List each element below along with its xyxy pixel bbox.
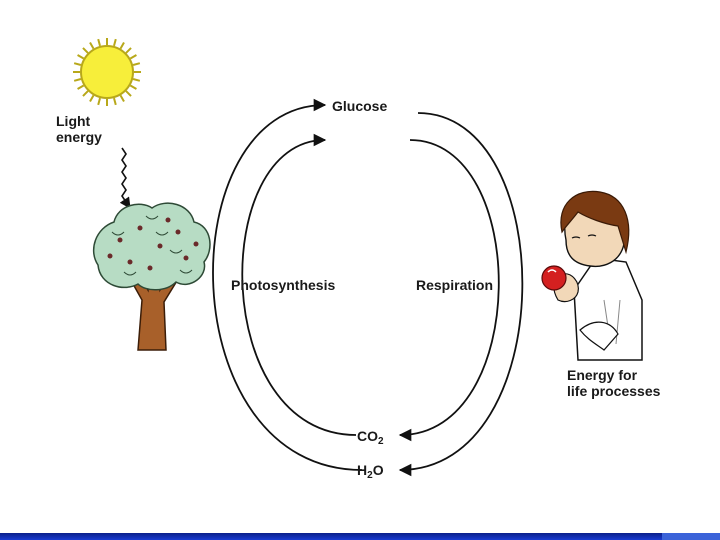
sun-ray [125, 47, 132, 54]
sun-ray [77, 54, 85, 60]
sun-ray [113, 38, 117, 47]
bottom-accent-bar-end [662, 533, 720, 540]
photosynthesis-outer-arc [212, 98, 363, 471]
h2o-tail: O [372, 462, 384, 478]
sun-ray [82, 90, 89, 97]
co2-base: CO [357, 428, 378, 444]
sun-ray [132, 62, 141, 66]
h2o-subscript: 2 [367, 470, 373, 481]
sun-ray [125, 90, 132, 97]
tree-icon [93, 202, 211, 351]
sun-ray [113, 97, 117, 106]
sun-ray [129, 84, 137, 90]
h2o-label: H2O [357, 462, 384, 481]
sun-ray [97, 38, 101, 47]
light-energy-arrow [119, 147, 131, 209]
sun-ray [97, 97, 101, 106]
sun-icon [73, 38, 141, 106]
co2-label: CO2 [357, 428, 384, 447]
light-energy-label: Light energy [56, 113, 102, 145]
sun-ray [119, 94, 125, 102]
respiration-outer-arc [398, 112, 524, 477]
sun-ray [77, 84, 85, 90]
respiration-label: Respiration [416, 277, 494, 293]
bottom-accent-bar [0, 533, 720, 540]
sun-ray [129, 54, 137, 60]
sun-ray [73, 62, 82, 66]
sun-ray [73, 78, 82, 82]
child-eating-apple-icon [541, 190, 643, 361]
photosynthesis-label: Photosynthesis [231, 277, 336, 293]
glucose-label: Glucose [332, 98, 388, 114]
respiration-inner-arc [398, 139, 500, 442]
photosynthesis-inner-arc [241, 133, 357, 436]
sun-ray [119, 42, 125, 50]
sun-ray [132, 78, 141, 82]
h2o-base: H [357, 462, 368, 478]
sun-ray [82, 47, 89, 54]
energy-for-life-processes-label: Energy for life processes [567, 367, 661, 399]
sun-ray [89, 42, 95, 50]
co2-subscript: 2 [378, 436, 384, 447]
sun-ray [89, 94, 95, 102]
